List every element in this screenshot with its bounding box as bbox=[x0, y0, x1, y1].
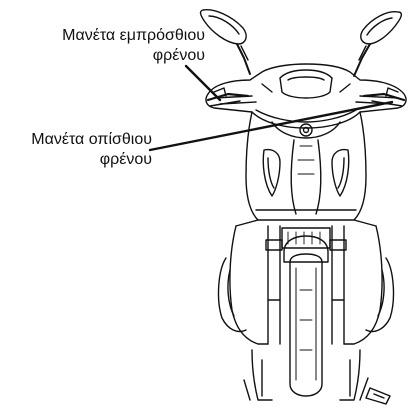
front-wheel bbox=[290, 254, 322, 396]
right-mirror bbox=[354, 12, 401, 76]
front-brake-label-line1: Μανέτα εμπρόσθιου bbox=[10, 26, 205, 46]
left-mirror bbox=[201, 10, 250, 74]
rear-brake-label-line2: φρένου bbox=[4, 150, 152, 170]
rear-section bbox=[244, 350, 390, 404]
front-brake-label-line2: φρένου bbox=[10, 46, 205, 66]
callout-leaders bbox=[150, 66, 392, 150]
front-brake-leader-line bbox=[186, 66, 220, 100]
rear-brake-label-line1: Μανέτα οπίσθιου bbox=[4, 130, 152, 150]
rear-brake-lever-label: Μανέτα οπίσθιου φρένου bbox=[4, 130, 152, 170]
lower-body bbox=[219, 220, 394, 344]
front-brake-lever-label: Μανέτα εμπρόσθιου φρένου bbox=[10, 26, 205, 66]
rear-brake-leader-line bbox=[150, 102, 392, 150]
